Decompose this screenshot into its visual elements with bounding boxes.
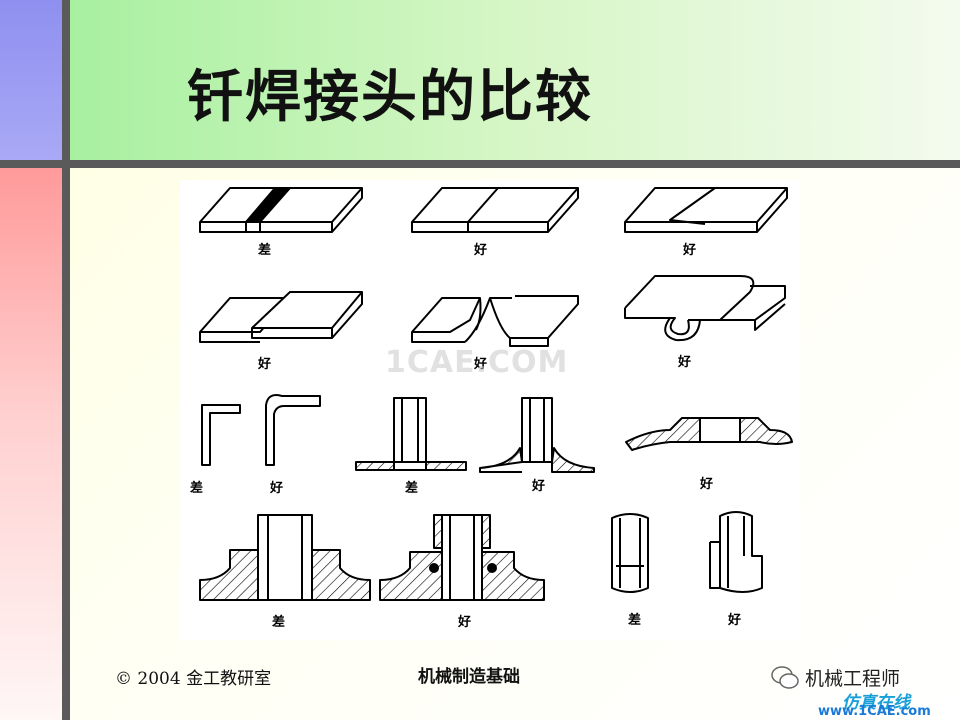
lap-joint-good — [199, 291, 363, 343]
footer-copyright: © 2004 金工教研室 — [115, 669, 272, 689]
flanged-sleeve-good — [625, 417, 793, 451]
label-r3b: 好 — [269, 480, 283, 496]
tube-socket-poor — [611, 513, 649, 593]
offset-lap-joint-good — [411, 295, 579, 347]
t-joint-good — [265, 394, 321, 466]
label-r2c2: 好 — [473, 356, 487, 372]
label-r1c1: 差 — [258, 242, 271, 258]
wechat-icon — [771, 666, 799, 689]
watermark-brand: 机械工程师 — [805, 668, 901, 690]
center-watermark: 1CAE.COM — [385, 345, 569, 380]
tube-flange-good — [479, 397, 595, 473]
slide-title: 钎焊接头的比较 — [187, 65, 593, 130]
joint-comparison-diagram: 差 好 好 好 好 好 差 好 差 好 好 差 好 差 好 — [180, 180, 800, 640]
t-joint-poor — [201, 404, 241, 466]
thick-flange-good — [379, 514, 545, 601]
watermark-url: www.1CAE.com — [818, 704, 931, 719]
butt-joint-poor — [199, 187, 363, 233]
tube-socket-good — [709, 511, 763, 593]
diagram-drawing: 差 好 好 好 好 好 差 好 差 好 好 差 好 差 好 — [190, 187, 793, 630]
label-r3c: 差 — [405, 480, 418, 496]
butt-joint-good — [411, 187, 579, 233]
thick-flange-poor — [199, 514, 371, 601]
vertical-divider — [62, 0, 70, 720]
label-r2c1: 好 — [257, 356, 271, 372]
label-r4d: 好 — [727, 612, 741, 628]
label-r1c3: 好 — [682, 242, 696, 258]
label-r3a: 差 — [190, 480, 203, 496]
label-r2c3: 好 — [677, 354, 691, 370]
label-r3d: 好 — [531, 478, 545, 494]
label-r3e: 好 — [699, 476, 713, 492]
tube-flange-poor — [355, 397, 467, 471]
footer-course-title: 机械制造基础 — [418, 667, 520, 687]
watermark-tagline: 仿真在线 — [842, 693, 910, 713]
corner-block-blue — [0, 0, 62, 160]
label-r4a: 差 — [272, 614, 285, 630]
title-band — [70, 0, 960, 160]
lock-seam-joint-good — [624, 275, 786, 342]
label-r1c2: 好 — [473, 242, 487, 258]
side-band-red — [0, 168, 62, 720]
scarf-joint-good — [624, 187, 788, 233]
horizontal-divider — [0, 160, 960, 168]
label-r4c: 差 — [628, 612, 641, 628]
label-r4b: 好 — [457, 614, 471, 630]
